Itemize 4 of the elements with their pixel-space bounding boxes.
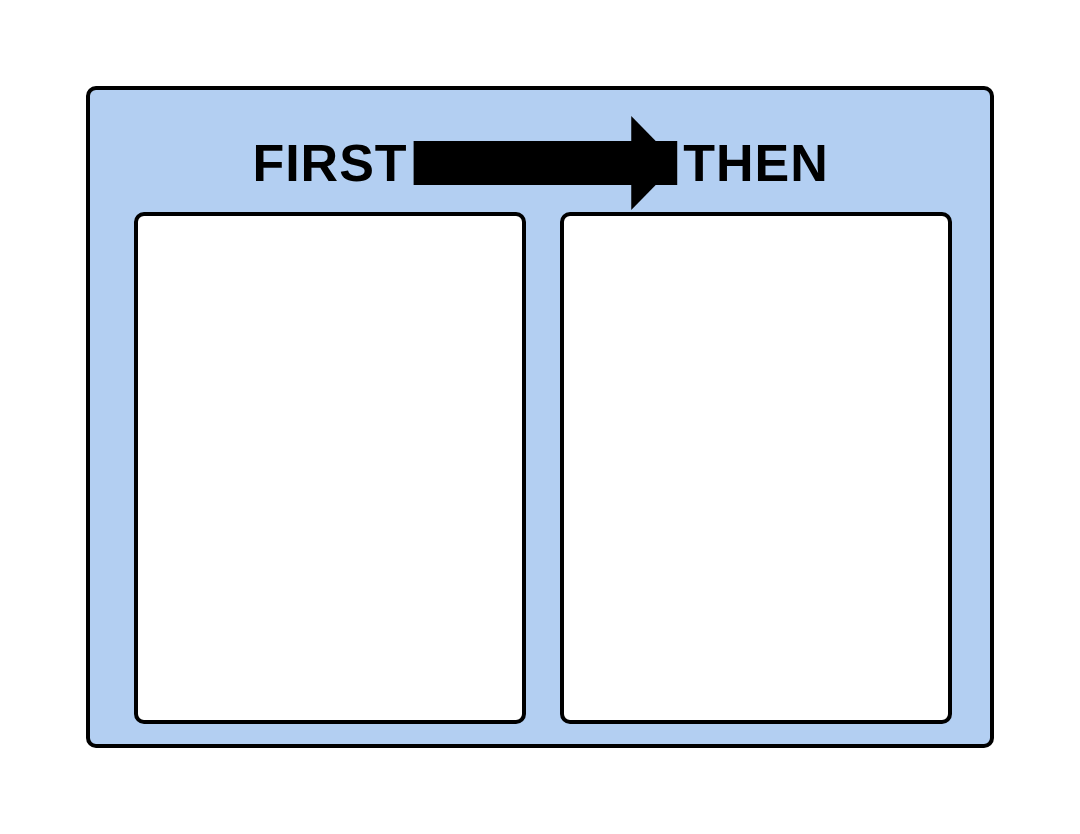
- arrow: [413, 116, 678, 210]
- column-heading: THEN: [683, 133, 829, 194]
- column-heading: FIRST: [252, 133, 408, 194]
- board-panel: [86, 86, 994, 748]
